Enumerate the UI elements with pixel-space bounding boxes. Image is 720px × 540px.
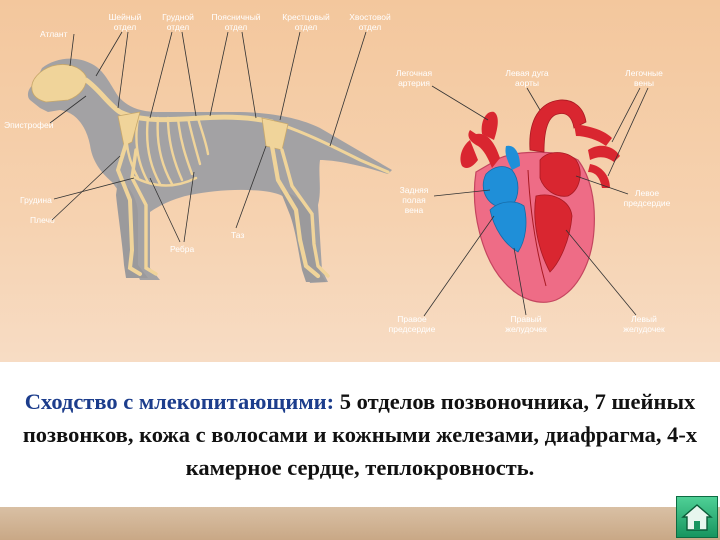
label-epistropheus: Эпистрофей (4, 120, 54, 130)
front-leg-bones (115, 142, 142, 276)
label-lumbar-1: Поясничный (211, 12, 260, 22)
heart-illustration (460, 99, 620, 303)
label-shoulder: Плечо (30, 215, 55, 225)
skull (31, 64, 87, 103)
spine (83, 77, 275, 125)
label-left-ventricle-2: желудочек (623, 324, 665, 334)
label-vena-cava-1: Задняя (400, 185, 429, 195)
label-cervical-1: Шейный (109, 12, 142, 22)
caption-area: Сходство с млекопитающими: 5 отделов поз… (0, 362, 720, 507)
posterior-vena-cava (482, 166, 519, 207)
hind-leg-bones (269, 143, 321, 279)
dog-skeleton (31, 64, 390, 279)
caption-emphasis: Сходство с млекопитающими: (24, 389, 335, 414)
label-right-atrium-2: предсердие (389, 324, 436, 334)
home-button[interactable] (676, 496, 718, 538)
label-aortic-arch-1: Левая дуга (505, 68, 549, 78)
label-pulmonary-veins-1: Легочные (625, 68, 663, 78)
right-ventricle (489, 201, 527, 253)
label-left-ventricle-1: Левый (631, 314, 657, 324)
label-left-atrium-1: Левое (635, 188, 659, 198)
left-atrium (539, 152, 581, 197)
label-right-ventricle-1: Правый (511, 314, 542, 324)
pulmonary-veins (588, 145, 620, 162)
label-cervical-2: отдел (114, 22, 137, 32)
label-pulmonary-artery-1: Легочная (396, 68, 433, 78)
label-right-atrium-1: Правое (397, 314, 427, 324)
caption-body: 5 отделов позвоночника, 7 шейных позвонк… (22, 389, 698, 480)
label-caudal-2: отдел (359, 22, 382, 32)
label-aortic-arch-2: аорты (515, 78, 539, 88)
label-thoracic-1: Грудной (162, 12, 194, 22)
left-ventricle (534, 194, 573, 273)
label-vena-cava-2: полая (402, 195, 426, 205)
pulmonary-artery (468, 130, 500, 168)
scapula (117, 111, 141, 147)
label-sternum: Грудина (20, 195, 52, 205)
label-pulmonary-veins-2: вены (634, 78, 654, 88)
label-sacral-1: Крестцовый (282, 12, 330, 22)
label-thoracic-2: отдел (167, 22, 190, 32)
ribs (125, 116, 210, 186)
label-right-ventricle-2: желудочек (505, 324, 547, 334)
sternum (130, 174, 198, 187)
label-atlas: Атлант (40, 29, 68, 39)
home-icon (681, 504, 713, 531)
caption-text: Сходство с млекопитающими: 5 отделов поз… (10, 385, 710, 484)
label-lumbar-2: отдел (225, 22, 248, 32)
footer-bar (0, 507, 720, 540)
dog-silhouette (27, 58, 392, 283)
label-pelvis: Таз (231, 230, 244, 240)
label-left-atrium-2: предсердие (624, 198, 671, 208)
skeleton-leader-lines (49, 31, 367, 243)
label-caudal-1: Хвостовой (349, 12, 391, 22)
label-pulmonary-artery-2: артерия (398, 78, 430, 88)
label-ribs: Ребра (170, 244, 195, 254)
label-sacral-2: отдел (295, 22, 318, 32)
label-vena-cava-3: вена (405, 205, 424, 215)
heart-leader-lines (423, 85, 649, 317)
